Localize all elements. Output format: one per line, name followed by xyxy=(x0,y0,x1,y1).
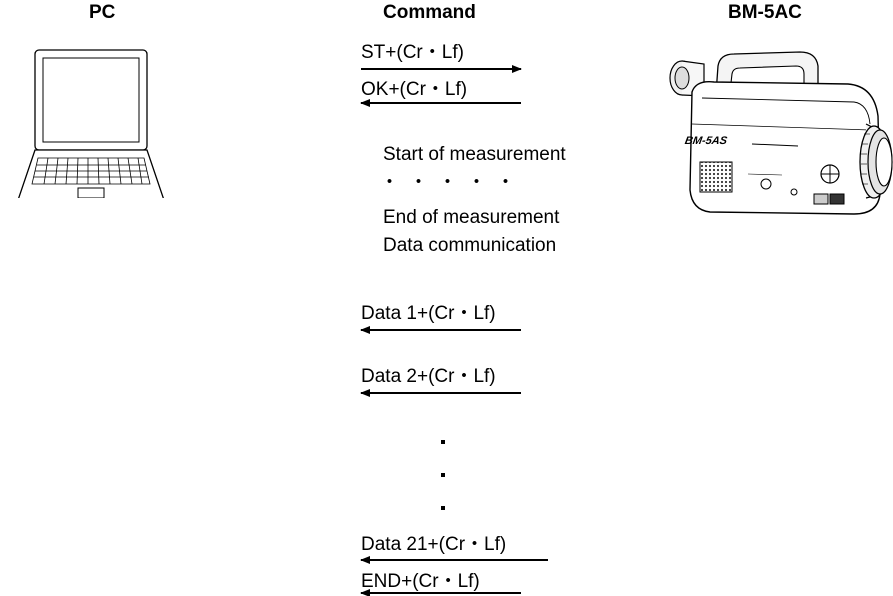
luminance-meter-icon: BM-5AS xyxy=(669,51,893,215)
device-label: BM-5AS xyxy=(684,135,729,147)
ellipsis-dot xyxy=(441,473,445,477)
command-header: Command xyxy=(383,2,476,23)
pc-header: PC xyxy=(89,2,116,23)
message-data-21: Data 21+(Cr・Lf) xyxy=(361,534,507,555)
note-end-measurement: End of measurement xyxy=(383,207,560,228)
ellipsis-dot xyxy=(441,440,445,444)
device-header: BM-5AC xyxy=(728,2,802,23)
message-data-1: Data 1+(Cr・Lf) xyxy=(361,303,496,324)
message-ok: OK+(Cr・Lf) xyxy=(361,79,468,100)
message-data-2: Data 2+(Cr・Lf) xyxy=(361,366,496,387)
note-dots: ・・・・・ xyxy=(380,172,526,193)
note-data-communication: Data communication xyxy=(383,235,557,256)
laptop-icon xyxy=(18,49,164,198)
ellipsis-dot xyxy=(441,506,445,510)
message-st: ST+(Cr・Lf) xyxy=(361,42,464,63)
message-end: END+(Cr・Lf) xyxy=(361,571,480,592)
note-start-measurement: Start of measurement xyxy=(383,144,566,165)
